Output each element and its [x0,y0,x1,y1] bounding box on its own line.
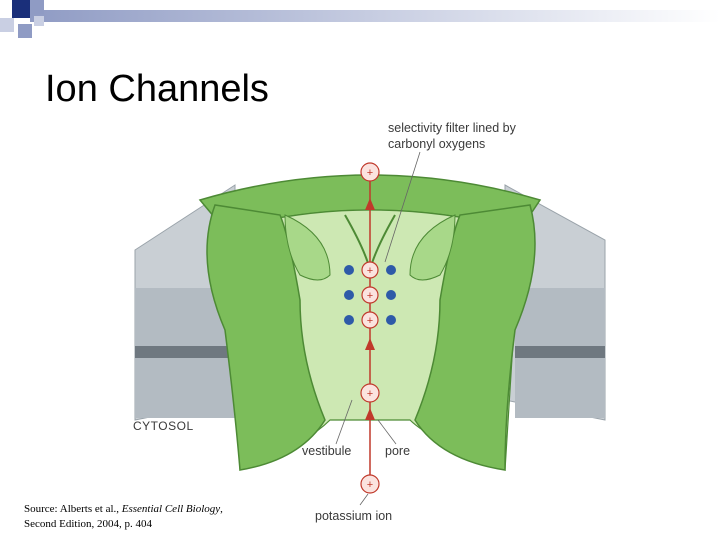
leader-line [384,151,421,263]
arrow-up-icon [365,338,375,350]
leader-line [359,493,369,506]
source-prefix: Source: Alberts et al., [24,503,122,515]
carbonyl-oxygens [344,265,396,325]
ion-plus: + [367,315,373,327]
arrow-up-icon [365,198,375,210]
leader-line [335,399,353,445]
source-citation: Source: Alberts et al., Essential Cell B… [24,502,223,532]
channel-protein [198,174,542,471]
source-line2: Second Edition, 2004, p. 404 [24,518,153,530]
deco-square [12,0,30,18]
leader-line [377,419,397,445]
label-potassium-ion: potassium ion [315,509,393,523]
source-suffix: , [220,503,223,515]
deco-square [30,0,44,14]
ion-channel-diagram: + + + + + + [134,151,606,506]
header-decoration [0,0,720,38]
deco-square [0,18,14,32]
ion-plus: + [367,167,373,179]
deco-square [18,24,32,38]
slide-title: Ion Channels [45,68,269,110]
label-selectivity-filter-2: carbonyl oxygens [388,137,486,151]
ion-symbols: + + + + + + [367,167,373,491]
ion-plus: + [367,388,373,400]
label-cytosol: CYTOSOL [133,419,194,433]
label-vestibule: vestibule [302,444,352,458]
source-book-title: Essential Cell Biology [121,503,221,515]
header-bar [30,10,720,22]
ion-plus: + [367,265,373,277]
potassium-ions [360,162,380,494]
ion-plus: + [367,479,373,491]
arrow-up-icon [365,408,375,420]
label-selectivity-filter-1: selectivity filter lined by [388,121,516,135]
label-pore: pore [385,444,411,458]
ion-plus: + [367,290,373,302]
deco-square [34,16,44,26]
